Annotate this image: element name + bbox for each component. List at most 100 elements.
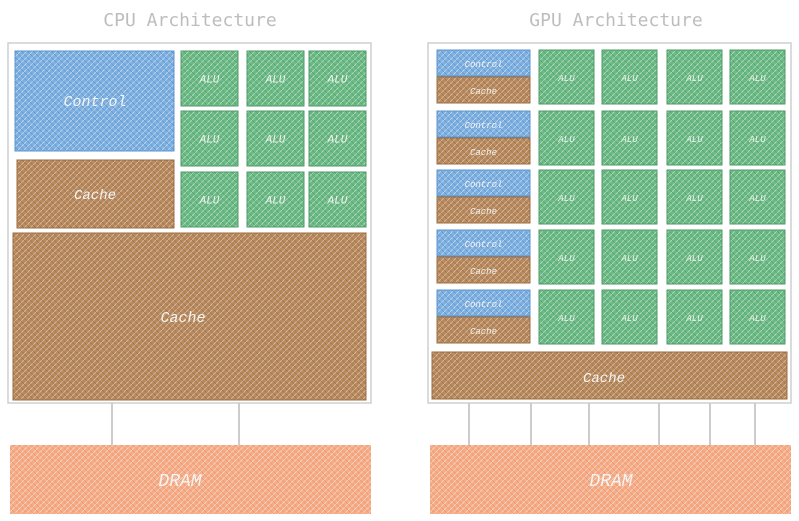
- gpu-alu-block: ALU: [666, 49, 723, 105]
- gpu-alu-block: ALU: [729, 289, 786, 345]
- gpu-alu-block: ALU: [666, 169, 723, 225]
- gpu-alu-block: ALU: [666, 110, 723, 166]
- cpu-alu-block: ALU: [308, 110, 367, 167]
- gpu-cache-row-block: Cache: [436, 76, 531, 104]
- gpu-alu-grid: ALU ALU ALU ALU ALU ALU ALU ALU ALU ALU ALU ALU ALU A…: [538, 49, 786, 345]
- gpu-alu-block: ALU: [729, 110, 786, 166]
- gpu-dram-label: DRAM: [589, 472, 633, 492]
- cpu-alu-block: ALU: [246, 171, 305, 228]
- gpu-alu-label: ALU: [748, 254, 766, 264]
- cpu-alu-label: ALU: [265, 75, 286, 87]
- cpu-alu-label: ALU: [265, 196, 286, 208]
- cpu-alu-block: ALU: [246, 50, 305, 107]
- gpu-control-label: Control: [465, 180, 503, 190]
- cpu-alu-label: ALU: [265, 135, 286, 147]
- gpu-cache-block: Cache: [431, 351, 788, 400]
- cpu-alu-block: ALU: [180, 171, 239, 228]
- gpu-alu-label: ALU: [557, 314, 575, 324]
- gpu-alu-label: ALU: [748, 314, 766, 324]
- cpu-alu-label: ALU: [327, 196, 348, 208]
- gpu-alu-label: ALU: [620, 254, 638, 264]
- gpu-control-label: Control: [465, 121, 503, 131]
- cpu-alu-label: ALU: [199, 196, 220, 208]
- cpu-alu-block: ALU: [308, 171, 367, 228]
- gpu-alu-block: ALU: [538, 169, 595, 225]
- cpu-alu-grid: ALU ALU ALU ALU ALU ALU ALU ALU ALU: [180, 50, 367, 228]
- gpu-cache-label: Cache: [583, 371, 625, 387]
- gpu-alu-label: ALU: [557, 194, 575, 204]
- cpu-cache-small-label: Cache: [74, 188, 116, 204]
- cpu-control-block: Control: [14, 50, 175, 152]
- gpu-cache-row-block: Cache: [436, 196, 531, 224]
- gpu-alu-label: ALU: [748, 74, 766, 84]
- cpu-cache-large-block: Cache: [12, 232, 367, 401]
- gpu-alu-block: ALU: [601, 169, 658, 225]
- cpu-dram-block: DRAM: [10, 445, 371, 514]
- gpu-control-label: Control: [465, 60, 503, 70]
- gpu-alu-label: ALU: [685, 254, 703, 264]
- gpu-alu-block: ALU: [729, 229, 786, 285]
- gpu-frame: [427, 42, 792, 404]
- gpu-control-block: Control: [436, 289, 531, 317]
- gpu-cache-row-label: Cache: [470, 267, 497, 277]
- gpu-alu-label: ALU: [557, 74, 575, 84]
- cpu-alu-label: ALU: [327, 135, 348, 147]
- gpu-alu-block: ALU: [666, 289, 723, 345]
- gpu-control-label: Control: [465, 240, 503, 250]
- cpu-alu-block: ALU: [180, 110, 239, 167]
- gpu-title: GPU Architecture: [529, 10, 702, 31]
- cpu-frame: [7, 42, 372, 404]
- cpu-alu-block: ALU: [308, 50, 367, 107]
- gpu-cache-row-block: Cache: [436, 137, 531, 165]
- gpu-alu-label: ALU: [685, 194, 703, 204]
- gpu-alu-label: ALU: [620, 74, 638, 84]
- gpu-alu-label: ALU: [748, 135, 766, 145]
- cpu-title: CPU Architecture: [103, 10, 276, 31]
- cpu-dram-label: DRAM: [158, 472, 202, 492]
- cpu-alu-label: ALU: [199, 75, 220, 87]
- cpu-alu-block: ALU: [246, 110, 305, 167]
- gpu-alu-label: ALU: [557, 135, 575, 145]
- gpu-alu-label: ALU: [685, 135, 703, 145]
- gpu-alu-label: ALU: [620, 314, 638, 324]
- gpu-cache-row-block: Cache: [436, 316, 531, 344]
- gpu-control-block: Control: [436, 49, 531, 77]
- gpu-control-block: Control: [436, 229, 531, 257]
- gpu-alu-block: ALU: [601, 289, 658, 345]
- gpu-alu-block: ALU: [538, 289, 595, 345]
- cpu-alu-block: ALU: [180, 50, 239, 107]
- gpu-cache-row-label: Cache: [470, 327, 497, 337]
- gpu-alu-block: ALU: [666, 229, 723, 285]
- gpu-alu-label: ALU: [620, 135, 638, 145]
- gpu-cache-row-label: Cache: [470, 148, 497, 158]
- gpu-control-cache-column: ControlCacheControlCacheControlCacheCont…: [436, 49, 531, 344]
- cpu-alu-label: ALU: [327, 75, 348, 87]
- cpu-control-label: Control: [63, 94, 126, 111]
- gpu-alu-label: ALU: [748, 194, 766, 204]
- gpu-alu-block: ALU: [601, 110, 658, 166]
- gpu-dram-block: DRAM: [430, 445, 791, 514]
- gpu-alu-block: ALU: [729, 49, 786, 105]
- gpu-alu-label: ALU: [685, 314, 703, 324]
- gpu-alu-label: ALU: [557, 254, 575, 264]
- gpu-alu-block: ALU: [601, 229, 658, 285]
- gpu-cache-row-block: Cache: [436, 256, 531, 284]
- gpu-alu-block: ALU: [538, 229, 595, 285]
- cpu-cache-small-block: Cache: [16, 159, 175, 229]
- gpu-control-block: Control: [436, 169, 531, 197]
- gpu-control-label: Control: [465, 300, 503, 310]
- gpu-alu-label: ALU: [685, 74, 703, 84]
- cpu-cache-large-label: Cache: [160, 310, 205, 327]
- gpu-alu-block: ALU: [601, 49, 658, 105]
- gpu-alu-block: ALU: [538, 110, 595, 166]
- cpu-alu-label: ALU: [199, 135, 220, 147]
- gpu-cache-row-label: Cache: [470, 207, 497, 217]
- gpu-alu-block: ALU: [538, 49, 595, 105]
- gpu-cache-row-label: Cache: [470, 87, 497, 97]
